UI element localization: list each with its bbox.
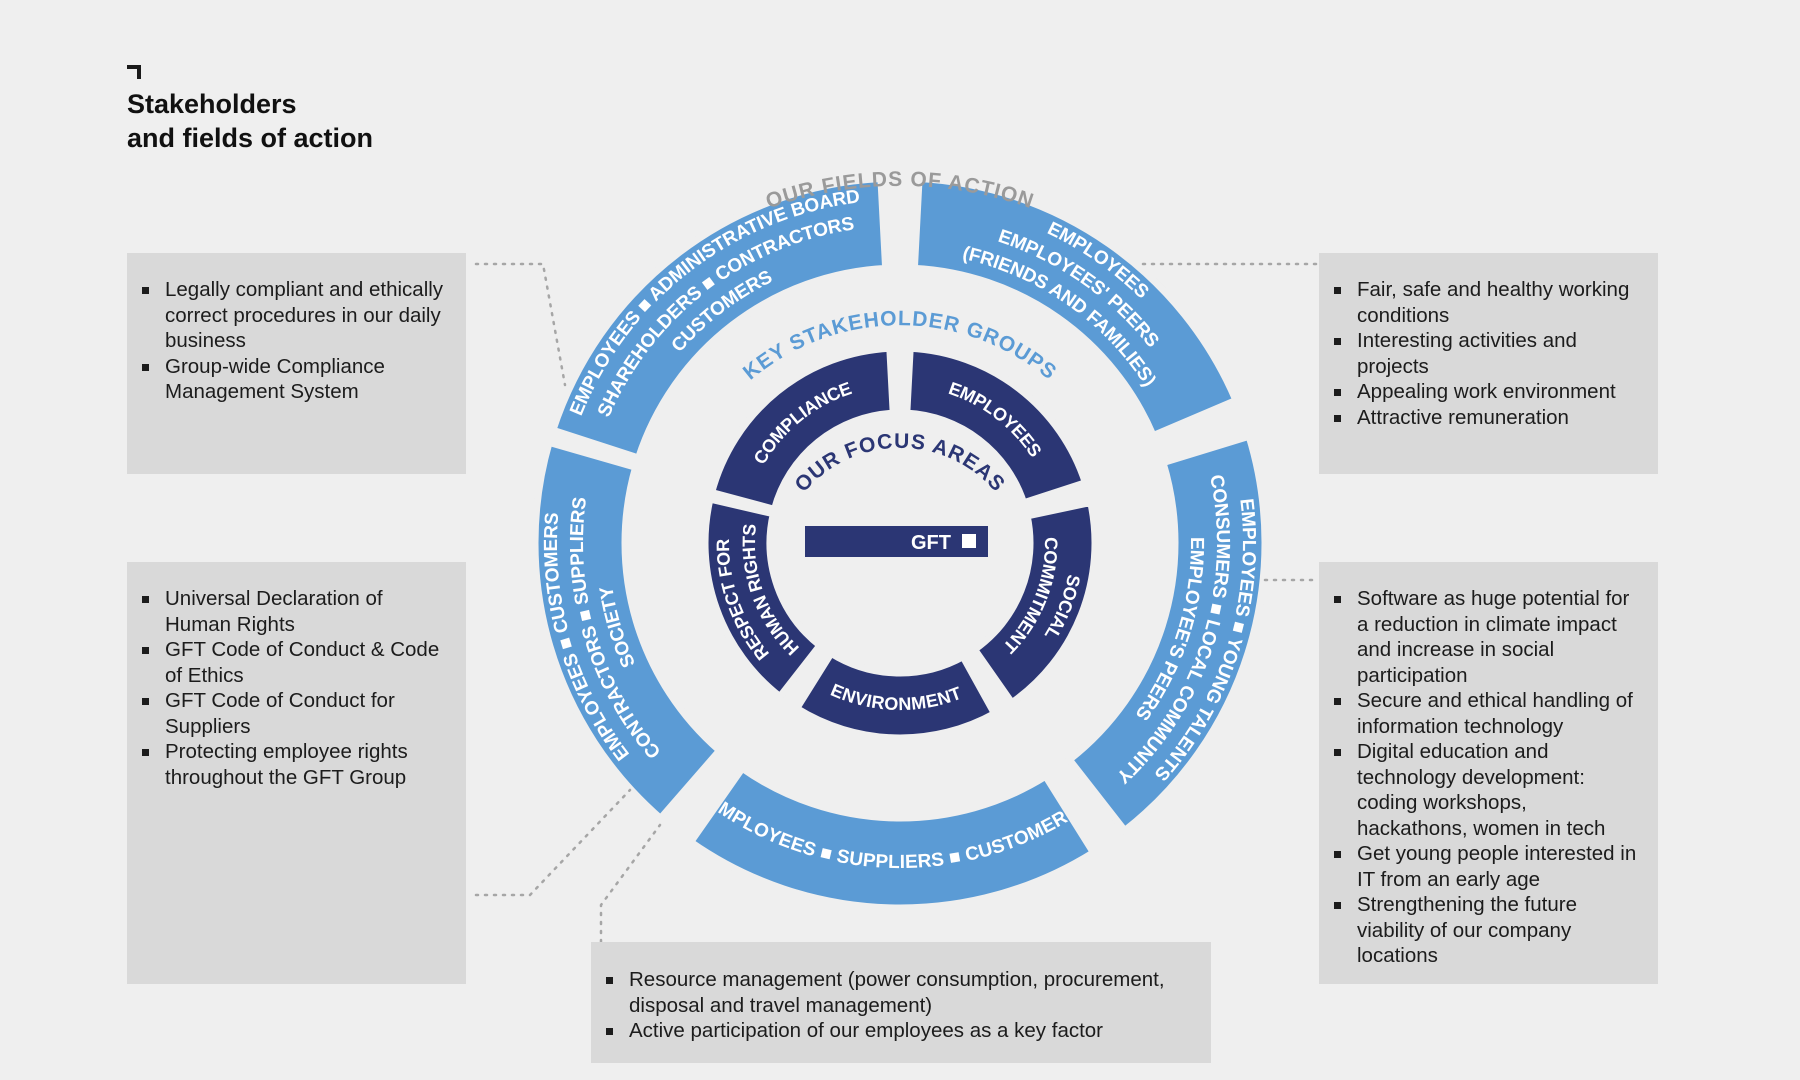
list-item: Interesting activities and projects: [1334, 328, 1638, 379]
stakeholders-top-right-shape: [910, 174, 1241, 441]
stakeholders-left-shape: [531, 438, 725, 824]
list-item: Protecting employee rights throughout th…: [142, 739, 446, 790]
list-item: GFT Code of Conduct & Code of Ethics: [142, 637, 446, 688]
list-item: Digital education and technology develop…: [1334, 739, 1638, 841]
key-stakeholder-label: KEY STAKEHOLDER GROUPS: [739, 307, 1061, 384]
list-item: Universal Declaration of Human Rights: [142, 586, 446, 637]
stakeholders-bottom-shape: [685, 763, 1099, 912]
title-line-2: and fields of action: [127, 123, 374, 153]
list-item: Appealing work environment: [1334, 379, 1638, 405]
stakeholders-top-left-shape: [548, 174, 890, 463]
list-item: Software as huge potential for a reducti…: [1334, 586, 1638, 688]
list-item: Get young people interested in IT from a…: [1334, 842, 1637, 891]
list-item: Strengthening the future viability of ou…: [1334, 892, 1638, 969]
gft-logo: GFT: [805, 526, 988, 557]
list-item: Attractive remuneration: [1334, 405, 1638, 431]
focus-social-shape: [969, 498, 1099, 708]
box-human-rights: Universal Declaration of Human Rights GF…: [127, 562, 466, 984]
page-title: Stakeholders and fields of action: [127, 87, 373, 155]
box-environment: Resource management (power consumption, …: [591, 942, 1211, 1063]
title-line-1: Stakeholders: [127, 89, 297, 119]
box-employees: Fair, safe and healthy working condition…: [1319, 253, 1658, 474]
gft-logo-square: [962, 534, 976, 548]
list-item: Active participation of our employees as…: [606, 1018, 1191, 1044]
focus-human-rights-shape: [701, 494, 825, 702]
dotted-connectors: [474, 262, 1321, 944]
list-item: Secure and ethical handling of informati…: [1334, 688, 1638, 739]
focus-employees-shape: [903, 344, 1090, 508]
list-item: GFT Code of Conduct for Suppliers: [142, 688, 446, 739]
box-compliance: Legally compliant and ethically correct …: [127, 253, 466, 474]
corner-mark: [127, 65, 141, 79]
list-item: Group-wide Compliance Management System: [142, 354, 446, 405]
list-item: Fair, safe and healthy working condition…: [1334, 277, 1638, 328]
box-social-commitment: Software as huge potential for a reducti…: [1319, 562, 1658, 984]
focus-environment: ENVIRONMENT: [791, 648, 1000, 742]
stakeholders-right-shape: [1064, 431, 1269, 836]
list-item: Legally compliant and ethically correct …: [142, 277, 446, 354]
focus-environment-shape: [791, 648, 1000, 742]
focus-compliance-shape: [707, 344, 897, 514]
list-item: Resource management (power consumption, …: [606, 967, 1191, 1018]
gft-logo-text: GFT: [911, 532, 951, 554]
